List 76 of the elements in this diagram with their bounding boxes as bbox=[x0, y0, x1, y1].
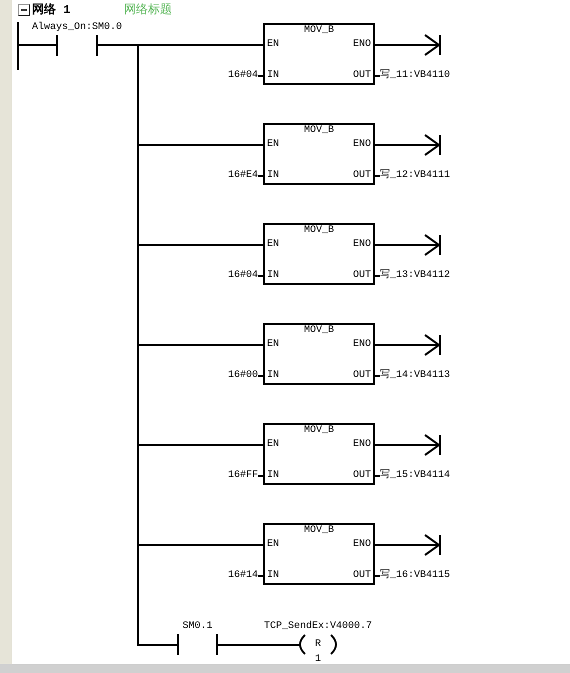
pin-label: IN bbox=[267, 170, 280, 182]
pin-label: IN bbox=[267, 70, 280, 82]
network-title: 网络标题 bbox=[124, 3, 172, 17]
coil-parameter: 1 bbox=[315, 655, 321, 665]
block-name: MOV_B bbox=[304, 225, 334, 237]
arrow bbox=[375, 534, 440, 556]
input-value: 16#14 bbox=[228, 570, 258, 582]
wire bbox=[375, 275, 380, 277]
function-block bbox=[263, 523, 375, 585]
output-address: 写_14:VB4113 bbox=[380, 370, 450, 382]
input-value: 16#FF bbox=[228, 470, 258, 482]
input-value: 16#04 bbox=[228, 70, 258, 82]
contact-address: Always_On:SM0.0 bbox=[32, 22, 122, 34]
pin-label: OUT bbox=[352, 370, 371, 382]
function-block bbox=[263, 23, 375, 85]
wire bbox=[258, 275, 263, 277]
wire bbox=[375, 75, 380, 77]
pin-label: OUT bbox=[352, 270, 371, 282]
input-value: 16#E4 bbox=[228, 170, 258, 182]
pin-label: EN bbox=[267, 139, 280, 151]
wire bbox=[258, 575, 263, 577]
block-name: MOV_B bbox=[304, 25, 334, 37]
wire bbox=[258, 75, 263, 77]
block-name: MOV_B bbox=[304, 325, 334, 337]
arrow bbox=[375, 334, 440, 356]
wire bbox=[375, 575, 380, 577]
arrow bbox=[375, 234, 440, 256]
function-block bbox=[263, 423, 375, 485]
pin-label: EN bbox=[267, 439, 280, 451]
pin-label: ENO bbox=[352, 339, 371, 351]
output-address: 写_11:VB4110 bbox=[380, 70, 450, 82]
output-address: 写_16:VB4115 bbox=[380, 570, 450, 582]
wire bbox=[19, 44, 32, 46]
output-address: 写_13:VB4112 bbox=[380, 270, 450, 282]
wire bbox=[375, 375, 380, 377]
pin-label: IN bbox=[267, 370, 280, 382]
pin-label: ENO bbox=[352, 39, 371, 51]
block-name: MOV_B bbox=[304, 125, 334, 137]
wire bbox=[218, 644, 263, 646]
pin-label: OUT bbox=[352, 170, 371, 182]
wire bbox=[375, 175, 380, 177]
output-address: 写_12:VB4111 bbox=[380, 170, 450, 182]
input-value: 16#04 bbox=[228, 270, 258, 282]
pin-label: EN bbox=[267, 239, 280, 251]
wire bbox=[258, 175, 263, 177]
coil-instruction: R bbox=[314, 639, 321, 651]
pin-label: IN bbox=[267, 270, 280, 282]
pin-label: ENO bbox=[352, 439, 371, 451]
pin-label: ENO bbox=[352, 139, 371, 151]
output-address: 写_15:VB4114 bbox=[380, 470, 450, 482]
coil-address: TCP_SendEx:V4000.7 bbox=[264, 621, 372, 633]
wire bbox=[375, 475, 380, 477]
arrow bbox=[375, 134, 440, 156]
block-name: MOV_B bbox=[304, 525, 334, 537]
pin-label: IN bbox=[267, 570, 280, 582]
wire bbox=[258, 475, 263, 477]
contact-address: SM0.1 bbox=[182, 621, 212, 633]
pin-label: EN bbox=[267, 39, 280, 51]
pin-label: EN bbox=[267, 539, 280, 551]
pin-label: OUT bbox=[352, 570, 371, 582]
pin-label: EN bbox=[267, 339, 280, 351]
function-block bbox=[263, 123, 375, 185]
pin-label: OUT bbox=[352, 70, 371, 82]
block-name: MOV_B bbox=[304, 425, 334, 437]
pin-label: OUT bbox=[352, 470, 371, 482]
pin-label: ENO bbox=[352, 239, 371, 251]
wire bbox=[258, 375, 263, 377]
input-value: 16#00 bbox=[228, 370, 258, 382]
arrow bbox=[375, 34, 440, 56]
arrow bbox=[375, 434, 440, 456]
pin-label: IN bbox=[267, 470, 280, 482]
wire bbox=[122, 44, 177, 646]
function-block bbox=[263, 323, 375, 385]
function-block bbox=[263, 223, 375, 285]
pin-label: ENO bbox=[352, 539, 371, 551]
network-heading: 网络 1 bbox=[32, 3, 70, 17]
